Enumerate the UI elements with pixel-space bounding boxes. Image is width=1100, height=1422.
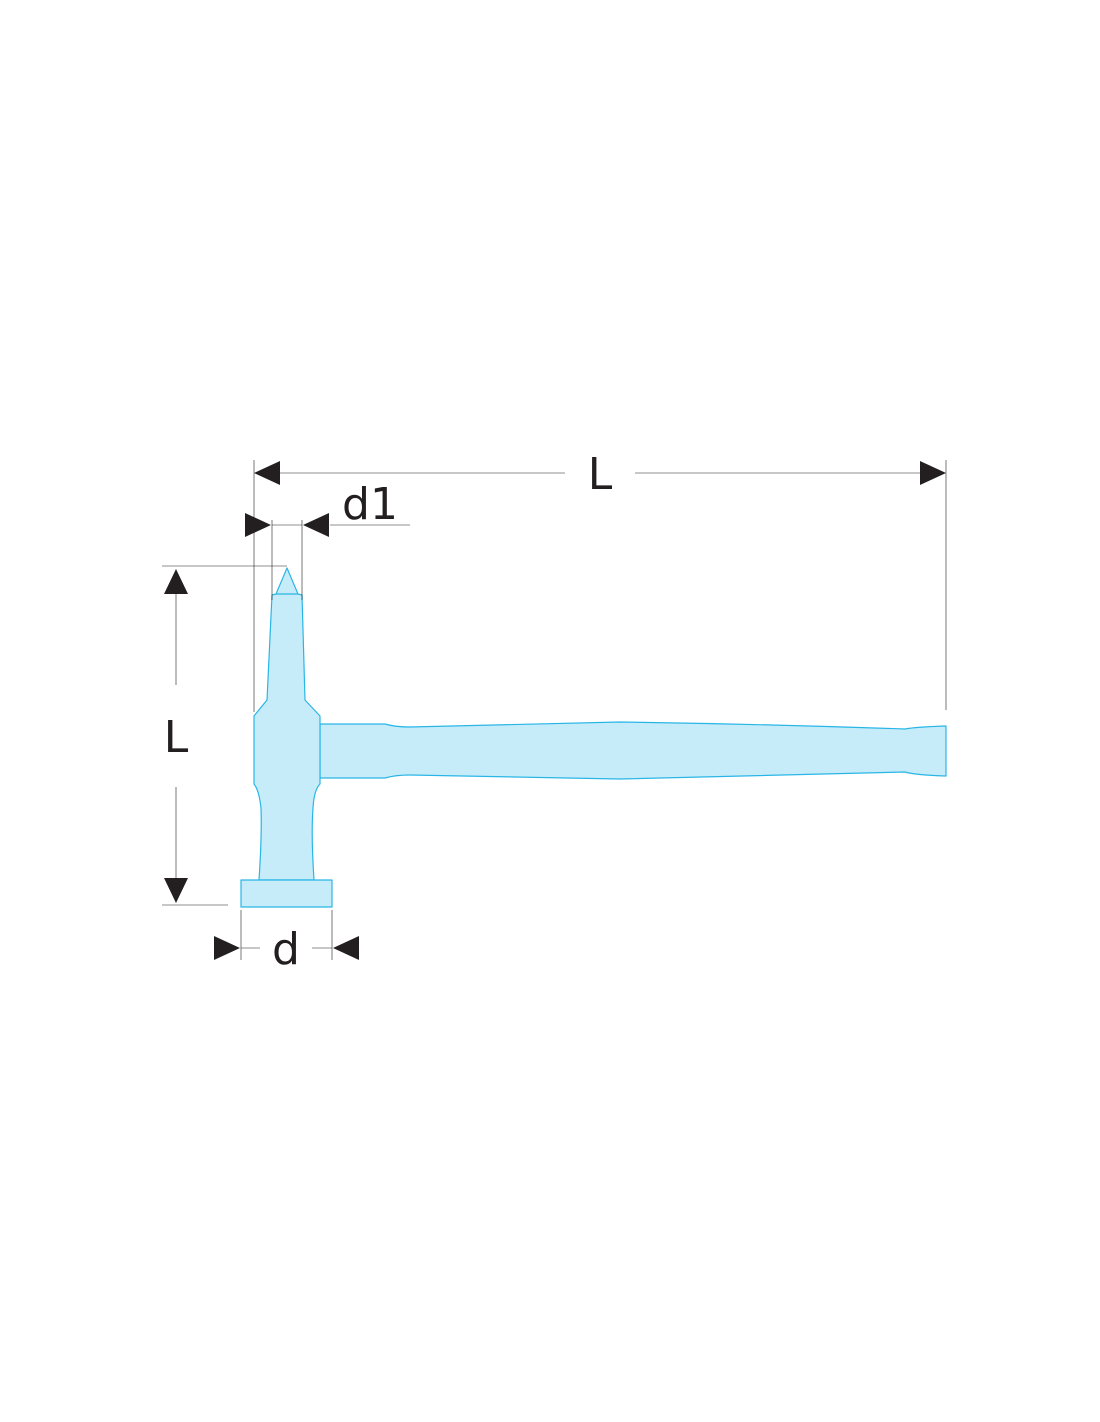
arrow-right-icon <box>245 513 271 537</box>
hammer-head <box>253 567 321 881</box>
dimension-lines <box>162 460 947 960</box>
arrow-down-icon <box>164 878 188 903</box>
arrow-left-icon <box>333 936 359 960</box>
arrow-left-icon <box>254 461 280 485</box>
arrow-right-icon <box>920 461 946 485</box>
arrow-right-icon <box>214 936 240 960</box>
overall-length-label: L <box>588 449 613 500</box>
tip-width-label: d1 <box>342 479 398 530</box>
head-length-label: L <box>164 712 189 763</box>
face-width-label: d <box>272 924 300 975</box>
arrow-up-icon <box>164 569 188 594</box>
hammer-handle <box>319 721 947 780</box>
dimension-arrows <box>164 461 946 960</box>
hammer-face <box>240 879 333 908</box>
arrow-left-icon <box>303 513 329 537</box>
hammer <box>240 567 947 908</box>
